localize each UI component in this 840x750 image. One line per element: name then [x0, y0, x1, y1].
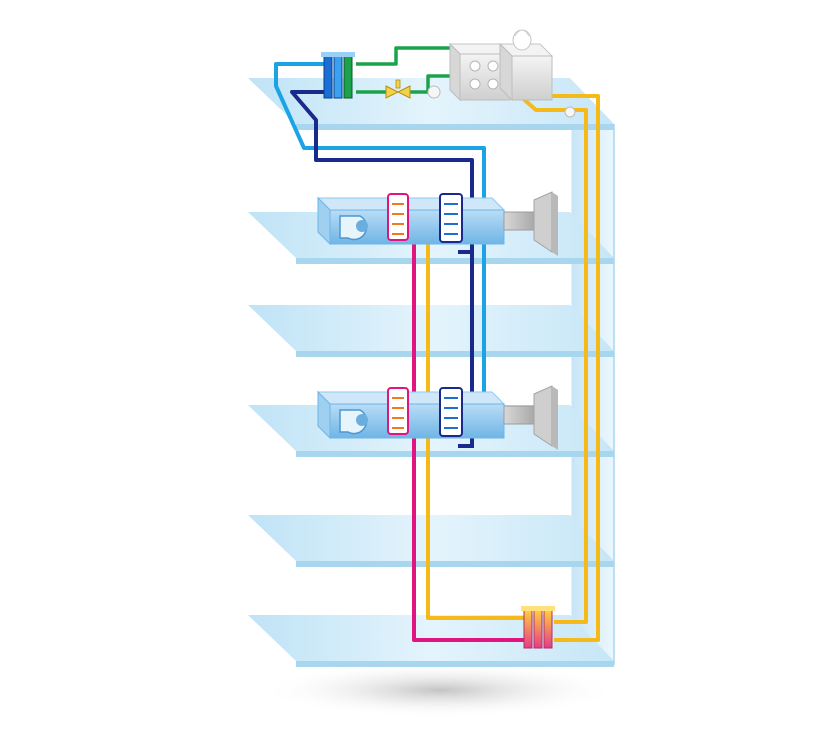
heat-exchanger-icon [321, 52, 355, 99]
building-wall [571, 124, 615, 665]
supply-duct-icon [503, 191, 558, 256]
cooling-coil-icon [439, 193, 463, 243]
floor-slab-4 [248, 305, 614, 357]
ground-shadow [260, 662, 620, 718]
blower-fan-icon [339, 215, 368, 241]
chiller-unit [448, 29, 554, 102]
floor-slabs [248, 78, 614, 667]
supply-duct-icon [503, 385, 558, 450]
valve-bulb [427, 85, 441, 99]
blower-fan-icon [339, 409, 368, 435]
ground-floor-heat-exchanger [521, 606, 555, 649]
heating-coil-icon [387, 387, 409, 435]
floor-slab-2 [248, 515, 614, 567]
rooftop-heat-exchanger [321, 52, 355, 99]
expansion-valve-icon [385, 79, 411, 99]
air-handling-unit-upper [316, 191, 558, 256]
cooling-tower-fan-icon [498, 29, 554, 102]
plate-heat-exchanger-icon [521, 606, 555, 649]
heating-coil-icon [387, 193, 409, 241]
cooling-coil-icon [439, 387, 463, 437]
roof-valve-bulb [564, 106, 576, 118]
air-handling-unit-lower [316, 385, 558, 450]
expansion-valve [385, 79, 441, 99]
